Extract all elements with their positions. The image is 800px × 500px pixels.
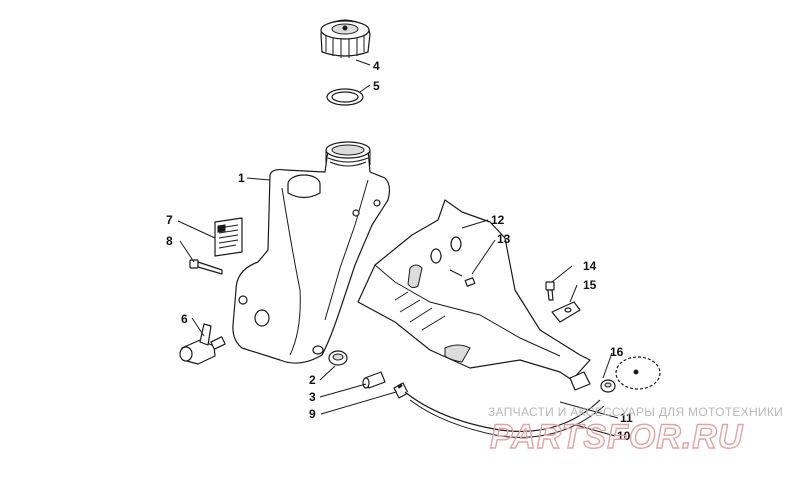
callout-7: 7 — [166, 213, 173, 227]
callout-8: 8 — [166, 234, 173, 248]
leader-lines — [177, 59, 619, 437]
warning-decal — [214, 217, 243, 257]
shield-bolt — [449, 269, 476, 287]
callout-14: 14 — [583, 259, 597, 273]
hose-clip — [551, 301, 581, 323]
hose-clamp — [393, 382, 409, 399]
mounting-screw — [189, 259, 223, 275]
heat-shield — [357, 199, 591, 381]
callout-2: 2 — [309, 373, 316, 387]
callout-1: 1 — [238, 171, 245, 185]
fuel-tank — [232, 141, 391, 364]
watermark-caption: ЗАПЧАСТИ И АКСЕССУАРЫ ДЛЯ МОТОТЕХНИКИ — [488, 405, 783, 419]
callout-6: 6 — [181, 312, 188, 326]
watermark-logo: PARTSFOR.RU — [490, 418, 744, 456]
fuel-valve — [179, 323, 226, 365]
callout-13: 13 — [497, 232, 511, 246]
tank-grommet — [328, 350, 348, 366]
callout-10: 10 — [617, 429, 631, 443]
callout-16: 16 — [610, 345, 624, 359]
callout-15: 15 — [583, 278, 597, 292]
hose-fitting — [362, 371, 386, 389]
callout-4: 4 — [373, 59, 380, 73]
hose-grommet — [569, 356, 661, 393]
bracket-screw — [545, 281, 555, 301]
callout-9: 9 — [309, 407, 316, 421]
filler-gasket — [326, 88, 364, 106]
callout-11: 11 — [620, 411, 633, 425]
callout-5: 5 — [373, 79, 380, 93]
callout-3: 3 — [309, 390, 316, 404]
callout-12: 12 — [491, 213, 505, 227]
fuel-cap — [320, 19, 371, 58]
watermark: ЗАПЧАСТИ И АКСЕССУАРЫ ДЛЯ МОТОТЕХНИКИ PA… — [488, 405, 783, 457]
callout-labels: 1 2 3 4 5 6 7 8 9 10 11 12 13 14 15 16 — [166, 59, 633, 443]
fuel-hose — [404, 391, 605, 438]
